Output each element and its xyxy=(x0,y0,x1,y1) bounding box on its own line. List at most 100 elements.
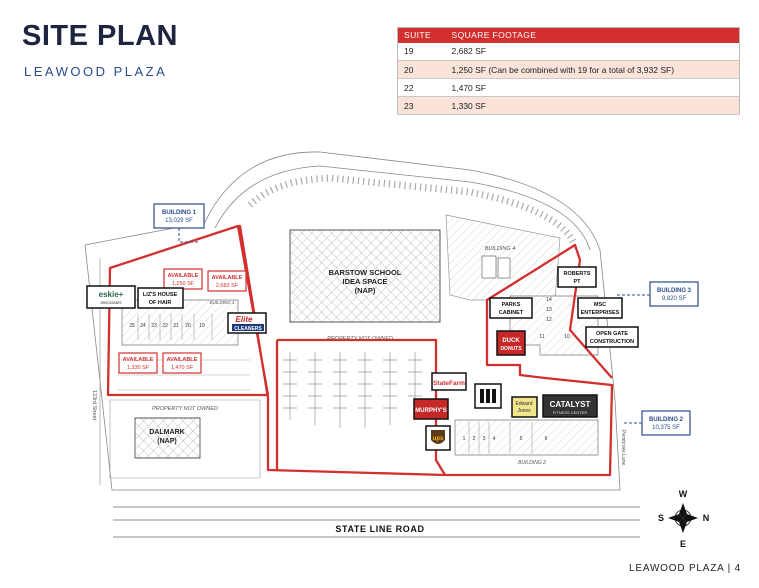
building2-callout[interactable]: BUILDING 2 10,375 SF xyxy=(622,410,691,436)
page-subtitle: LEAWOOD PLAZA xyxy=(24,64,168,79)
suite-number: 6 xyxy=(545,436,548,442)
suite-number: 11 xyxy=(539,334,544,340)
table-cell-suite: 20 xyxy=(397,60,446,79)
building1-dividers xyxy=(137,314,213,340)
site-road-curve xyxy=(214,165,591,251)
building1-callout[interactable]: BUILDING 1 13,029 SF xyxy=(153,203,205,243)
dalmark-label-2: (NAP) xyxy=(157,438,176,445)
available-label: AVAILABLE xyxy=(212,275,243,281)
north-parking xyxy=(247,174,579,247)
compass-s: S xyxy=(658,513,664,523)
dalmark-building xyxy=(134,417,201,459)
building1-sf: 13,029 SF xyxy=(165,218,193,224)
left-street-label: 123rd Street xyxy=(91,390,97,421)
tenant-catalyst-name: CATALYST xyxy=(550,400,591,409)
building2-suites: 1 2 3 4 5 6 xyxy=(463,436,548,442)
barstow-building xyxy=(289,229,441,323)
suite-number: 5 xyxy=(520,436,523,442)
available-suite-22[interactable]: AVAILABLE 1,470 SF xyxy=(162,352,202,374)
tenant-msc-sub: ENTERPRISES xyxy=(581,310,620,316)
tenant-elite-name: Elite xyxy=(236,315,253,324)
suite-number: 3 xyxy=(483,436,486,442)
available-label: AVAILABLE xyxy=(167,357,198,363)
table-cell-sf: 1,250 SF (Can be combined with 19 for a … xyxy=(445,60,740,79)
table-header-suite: SUITE xyxy=(397,27,446,43)
compass-e: E xyxy=(680,539,686,549)
building2-name: BUILDING 2 xyxy=(649,417,684,423)
suite-number: 24 xyxy=(140,323,146,329)
dalmark-label-1: DALMARK xyxy=(149,429,184,436)
building3-callout[interactable]: BUILDING 3 9,820 SF xyxy=(615,281,699,307)
table-header-sf: SQUARE FOOTAGE xyxy=(445,27,740,43)
tenant-edwardjones: Edward Jones xyxy=(511,396,538,418)
site-outer-boundary xyxy=(84,151,621,491)
building1-name: BUILDING 1 xyxy=(162,210,197,216)
tenant-ups: ups xyxy=(425,425,451,451)
building1-strip-label: BUILDING 1 xyxy=(209,300,235,305)
tenant-liz: LIZ'S HOUSE OF HAIR xyxy=(137,287,184,309)
suite-number: 1 xyxy=(463,436,466,442)
tenant-edwardjones-sub: Jones xyxy=(517,408,531,414)
central-parking-rows xyxy=(283,352,422,428)
building4-unit xyxy=(497,257,511,279)
table-cell-sf: 1,470 SF xyxy=(445,78,740,97)
barstow-label-1: BARSTOW SCHOOL xyxy=(329,268,402,277)
tenant-eskie: eskie+ associates xyxy=(86,285,136,309)
tenant-statefarm: StateFarm xyxy=(431,372,467,391)
tenant-statefarm-name: StateFarm xyxy=(433,380,465,387)
table-cell-suite: 19 xyxy=(397,42,446,61)
available-label: AVAILABLE xyxy=(123,357,154,363)
tenant-murphys-name: MURPHY'S xyxy=(415,408,446,414)
table-cell-suite: 22 xyxy=(397,78,446,97)
building4-label: BUILDING 4 xyxy=(485,246,516,252)
available-suite-23[interactable]: AVAILABLE 1,330 SF xyxy=(118,352,158,374)
tenant-edwardjones-name: Edward xyxy=(516,401,533,407)
tenant-msc: MSC ENTERPRISES xyxy=(577,297,623,319)
tenant-roberts: ROBERTS PT xyxy=(557,266,597,288)
available-sf: 2,682 SF xyxy=(216,283,239,289)
tenant-catalyst-sub: FITNESS CENTER xyxy=(553,410,588,415)
property-not-owned-label-2: PROPERTY NOT OWNED xyxy=(152,406,218,412)
available-sf: 1,250 SF xyxy=(172,281,195,287)
tenant-duck-sub: DONUTS xyxy=(500,346,522,352)
barstow-label-3: (NAP) xyxy=(355,286,376,295)
suite-number: 22 xyxy=(162,323,168,329)
tenant-numbers-sign xyxy=(474,383,502,409)
tenant-ups-name: ups xyxy=(433,436,444,442)
building4-area xyxy=(445,214,561,301)
state-line-road-label: STATE LINE ROAD xyxy=(335,524,424,534)
tenant-elite-sub: CLEANERS xyxy=(234,326,262,332)
suite-number: 4 xyxy=(493,436,496,442)
building2-footprint xyxy=(454,419,599,456)
suite-number: 10 xyxy=(564,334,570,340)
suite-number: 20 xyxy=(185,323,191,329)
available-suite-19[interactable]: AVAILABLE 2,682 SF xyxy=(207,270,247,292)
suite-number: 2 xyxy=(473,436,476,442)
available-sf: 1,470 SF xyxy=(171,365,194,371)
table-cell-suite: 23 xyxy=(397,96,446,115)
compass-n: N xyxy=(703,513,710,523)
available-label: AVAILABLE xyxy=(168,273,199,279)
tenant-liz-sub: OF HAIR xyxy=(149,300,172,306)
tenant-roberts-sub: PT xyxy=(573,279,581,285)
available-suite-20[interactable]: AVAILABLE 1,250 SF xyxy=(163,268,203,290)
suite-number: 23 xyxy=(151,323,157,329)
building3-name: BUILDING 3 xyxy=(657,288,692,294)
building1-footprint xyxy=(121,299,239,346)
building3-suites: 14 13 12 11 10 xyxy=(539,297,570,340)
suite-number: 13 xyxy=(546,307,552,313)
tenant-opengate-name: OPEN GATE xyxy=(596,331,628,337)
tenant-roberts-name: ROBERTS xyxy=(564,271,591,277)
tenant-duck: DUCK DONUTS xyxy=(496,330,526,356)
table-cell-sf: 1,330 SF xyxy=(445,96,740,115)
suite-number: 19 xyxy=(199,323,205,329)
tenant-opengate: OPEN GATE CONSTRUCTION xyxy=(585,326,639,348)
tenant-msc-name: MSC xyxy=(594,302,606,308)
building3-sf: 9,820 SF xyxy=(662,296,687,302)
available-sf: 1,330 SF xyxy=(127,365,150,371)
barstow-label-2: IDEA SPACE xyxy=(342,277,387,286)
building2-strip-label: BUILDING 2 xyxy=(518,460,546,466)
